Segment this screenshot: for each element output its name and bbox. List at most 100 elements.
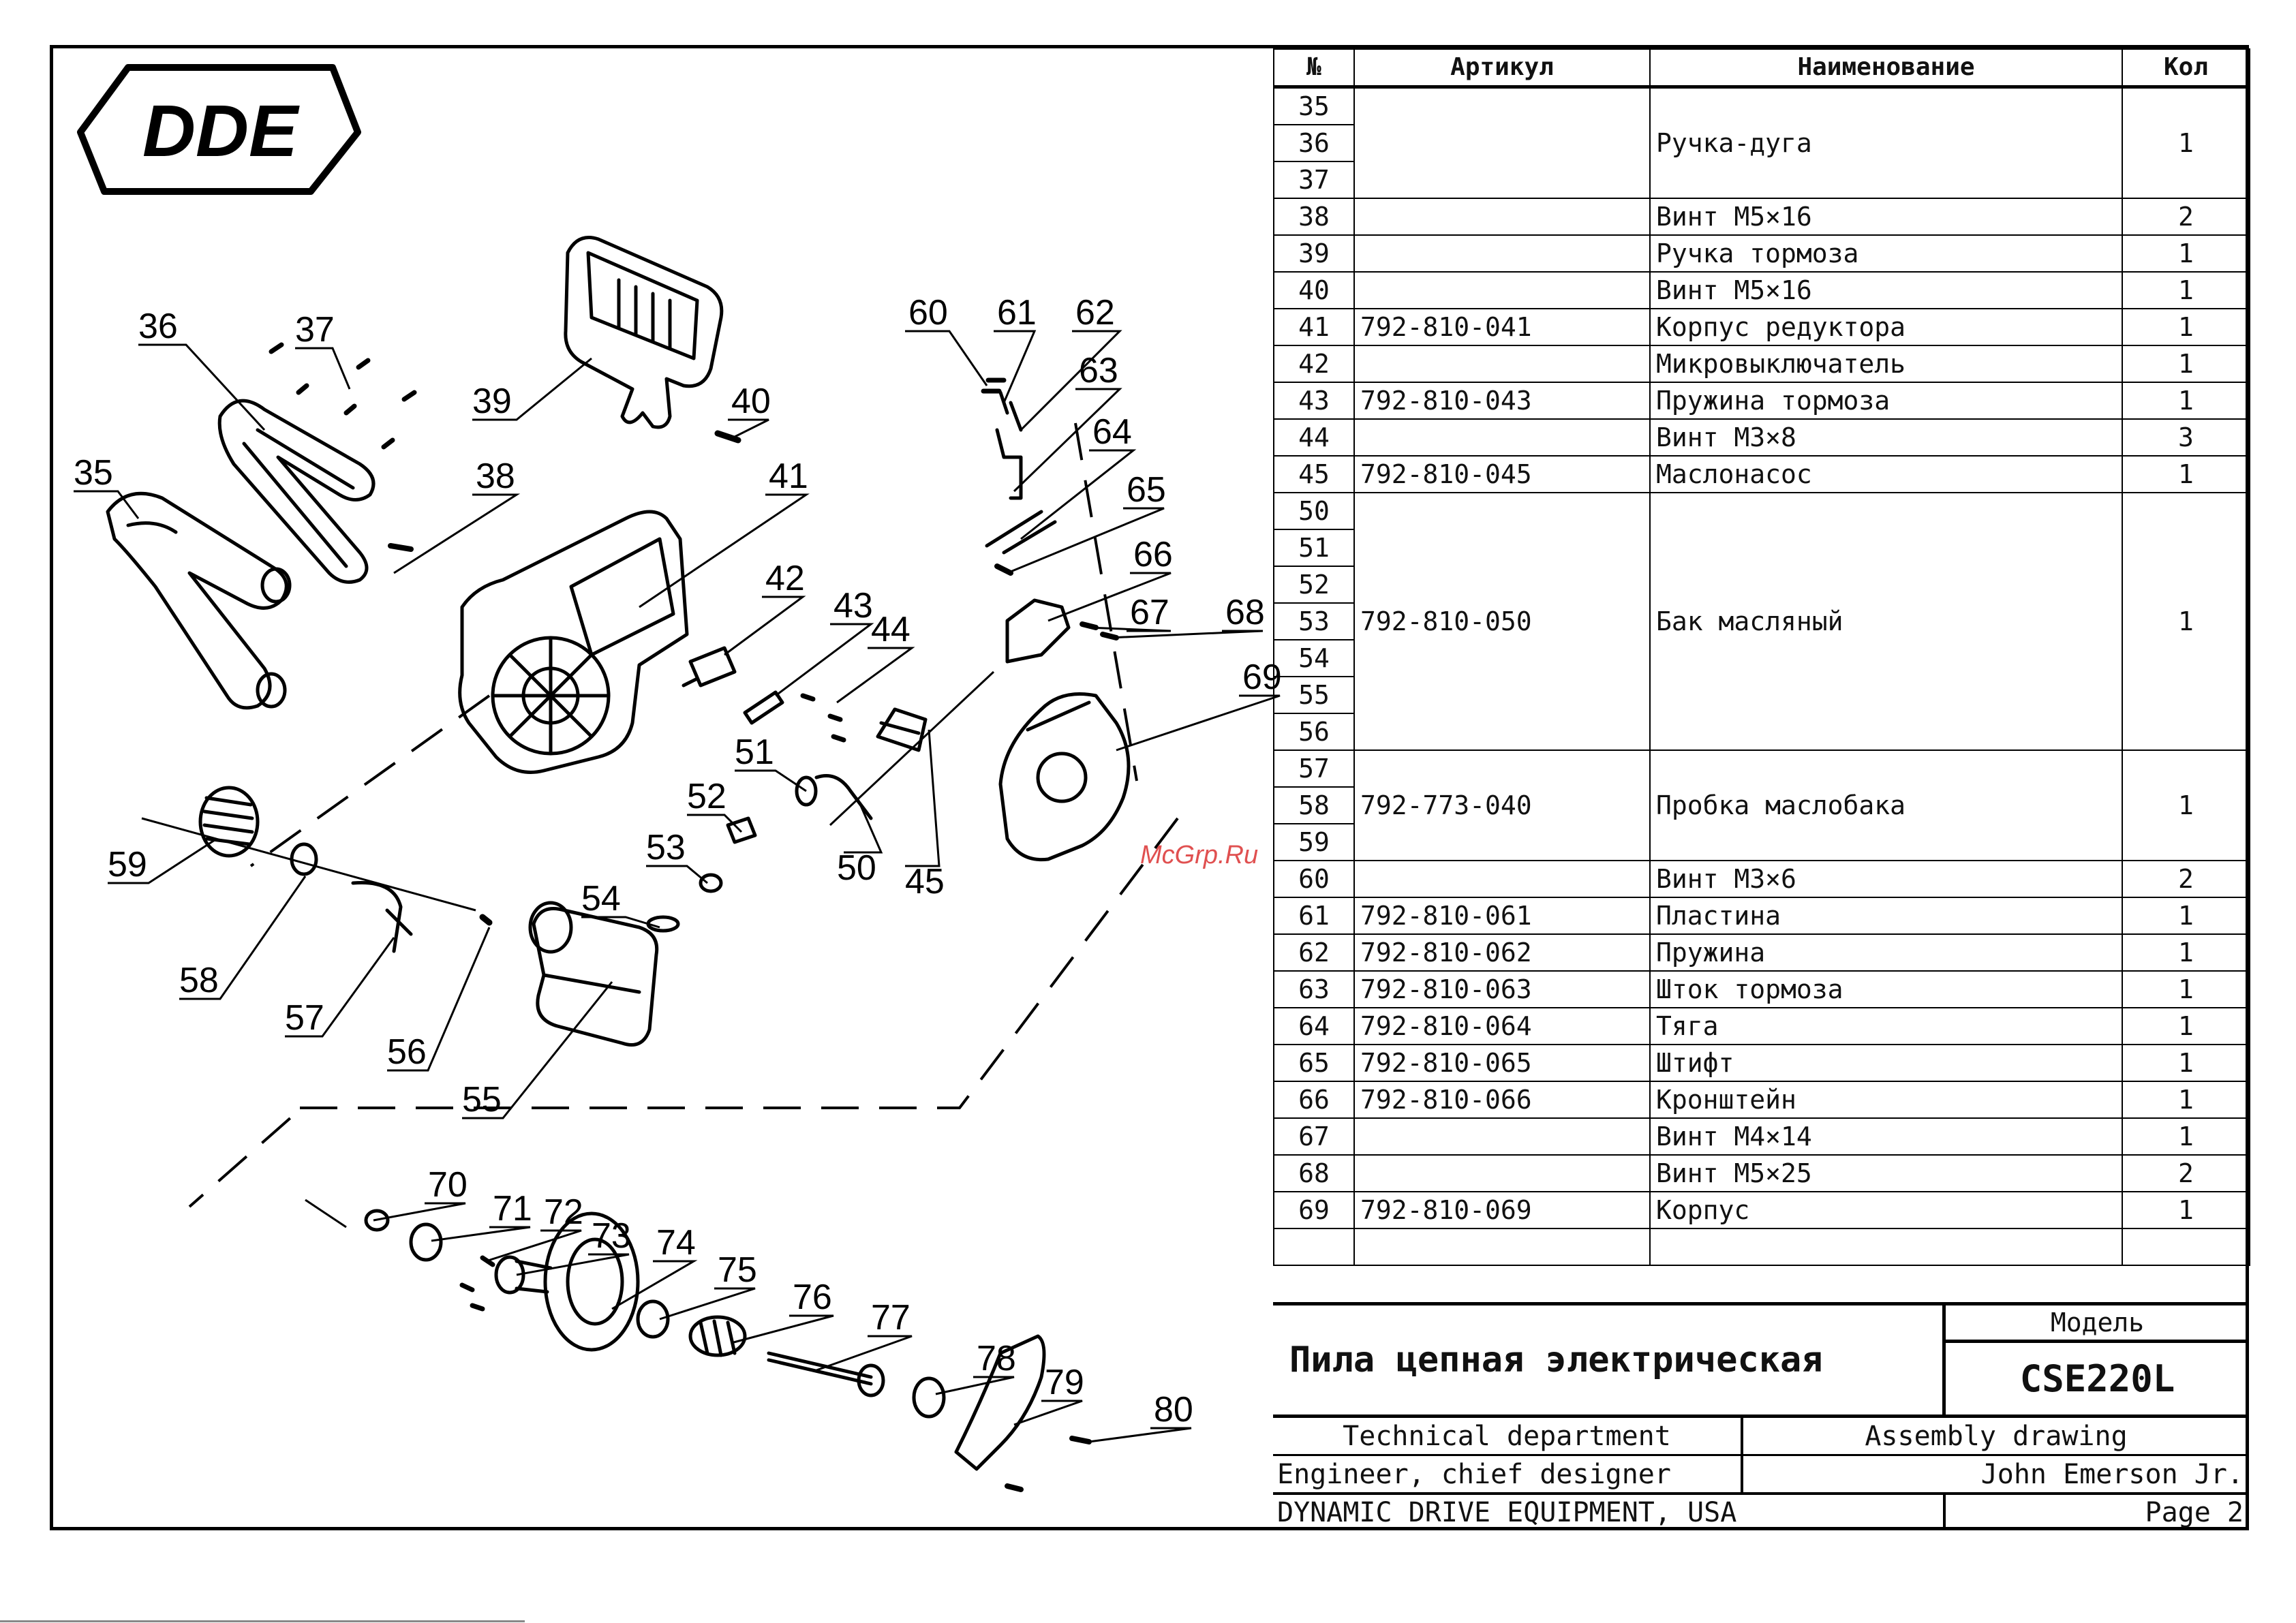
- title-block: Пила цепная электрическая Модель CSE220L…: [1273, 1302, 2249, 1534]
- part-79-screw: [1005, 1483, 1024, 1492]
- cell-article: 792-810-050: [1353, 492, 1651, 751]
- part-79-sprocket-cover: [954, 1334, 1046, 1471]
- cell-article: [1353, 345, 1651, 383]
- cell-number: 52: [1273, 566, 1355, 604]
- cell-number: 58: [1273, 787, 1355, 824]
- cell-number: 63: [1273, 970, 1355, 1008]
- table-row: 58: [1273, 787, 2250, 824]
- part-80-screw: [1069, 1436, 1092, 1444]
- table-row: 59: [1273, 824, 2250, 861]
- cell-article: 792-810-064: [1353, 1007, 1651, 1045]
- cell-qty: 1: [2122, 970, 2250, 1008]
- part-71-bearing: [409, 1222, 443, 1262]
- callout-43: 43: [833, 586, 873, 625]
- cell-qty: 2: [2122, 198, 2250, 236]
- cell-qty: 1: [2122, 455, 2250, 493]
- exploded-assembly-drawing: DDE: [74, 64, 1282, 1492]
- drawing-type: Assembly drawing: [1865, 1420, 2128, 1452]
- callout-74: 74: [656, 1223, 696, 1263]
- table-header-row: № Артикул Наименование Кол: [1273, 48, 2250, 89]
- cell-article: 792-810-065: [1353, 1044, 1651, 1082]
- table-row: 53: [1273, 603, 2250, 640]
- callout-40: 40: [731, 382, 771, 421]
- role: Engineer, chief designer: [1277, 1458, 1671, 1490]
- part-54-ring: [646, 915, 680, 933]
- cell-article: 792-810-066: [1353, 1081, 1651, 1119]
- cell-name: Пластина: [1649, 897, 2123, 935]
- part-38-screw: [388, 543, 414, 552]
- cell-article: [1353, 234, 1651, 273]
- cell-empty: [1273, 1228, 1355, 1266]
- cell-article: 792-810-069: [1353, 1191, 1651, 1229]
- cell-name: Ручка-дуга: [1649, 86, 2123, 199]
- callout-71: 71: [493, 1189, 532, 1228]
- cell-number: 62: [1273, 933, 1355, 972]
- cell-qty: 1: [2122, 933, 2250, 972]
- callout-65: 65: [1127, 470, 1166, 510]
- cell-number: 42: [1273, 345, 1355, 383]
- product-name: Пила цепная электрическая: [1289, 1340, 1823, 1380]
- company: DYNAMIC DRIVE EQUIPMENT, USA: [1277, 1497, 1737, 1528]
- cell-number: 39: [1273, 234, 1355, 273]
- header-qty: Кол: [2122, 48, 2250, 89]
- cell-article: 792-810-041: [1353, 308, 1651, 346]
- cell-number: 59: [1273, 824, 1355, 861]
- drawing-type-cell: Assembly drawing: [1743, 1415, 2249, 1454]
- cell-qty: 2: [2122, 860, 2250, 898]
- callout-66: 66: [1133, 535, 1173, 574]
- callout-44: 44: [871, 610, 910, 649]
- cell-qty: 1: [2122, 1081, 2250, 1119]
- cell-number: 65: [1273, 1044, 1355, 1082]
- callout-60: 60: [908, 293, 948, 333]
- callout-56: 56: [387, 1032, 427, 1072]
- table-row: 54: [1273, 640, 2250, 677]
- callout-76: 76: [793, 1278, 832, 1317]
- cell-qty: 1: [2122, 1044, 2250, 1082]
- cell-qty: 1: [2122, 1191, 2250, 1229]
- callout-41: 41: [769, 457, 808, 496]
- part-52-fitting: [726, 816, 757, 844]
- department-cell: Technical department: [1273, 1415, 1743, 1454]
- cell-number: 67: [1273, 1117, 1355, 1156]
- cell-article: 792-810-043: [1353, 382, 1651, 420]
- cell-empty: [1649, 1228, 2123, 1266]
- cell-name: Штифт: [1649, 1044, 2123, 1082]
- cell-number: 38: [1273, 198, 1355, 236]
- part-43-brake-spring: [743, 690, 784, 725]
- department: Technical department: [1343, 1420, 1671, 1452]
- drawing-sheet: DDE: [50, 45, 2250, 1530]
- cell-number: 55: [1273, 677, 1355, 714]
- part-40-screw: [714, 430, 741, 444]
- cell-article: [1353, 860, 1651, 898]
- cell-number: 60: [1273, 860, 1355, 898]
- table-row: 55: [1273, 677, 2250, 714]
- cell-article: [1353, 271, 1651, 309]
- part-35-handle-bar: [106, 491, 292, 710]
- model-cell: CSE220L: [1946, 1343, 2249, 1415]
- cell-qty: 1: [2122, 749, 2250, 861]
- page-cell: Page 2: [1946, 1492, 2249, 1530]
- cell-name: Винт М3×6: [1649, 860, 2123, 898]
- part-37-screws: [269, 342, 417, 450]
- page-number: Page 2: [2145, 1497, 2244, 1528]
- cell-article: [1353, 1154, 1651, 1192]
- cell-article: [1353, 198, 1651, 236]
- cell-number: 37: [1273, 161, 1355, 199]
- part-72-screws: [459, 1255, 495, 1312]
- part-69-cover: [998, 692, 1131, 862]
- table-row: 52: [1273, 566, 2250, 604]
- cell-name: Микровыключатель: [1649, 345, 2123, 383]
- cell-qty: 1: [2122, 897, 2250, 935]
- cell-number: 66: [1273, 1081, 1355, 1119]
- cell-number: 54: [1273, 640, 1355, 677]
